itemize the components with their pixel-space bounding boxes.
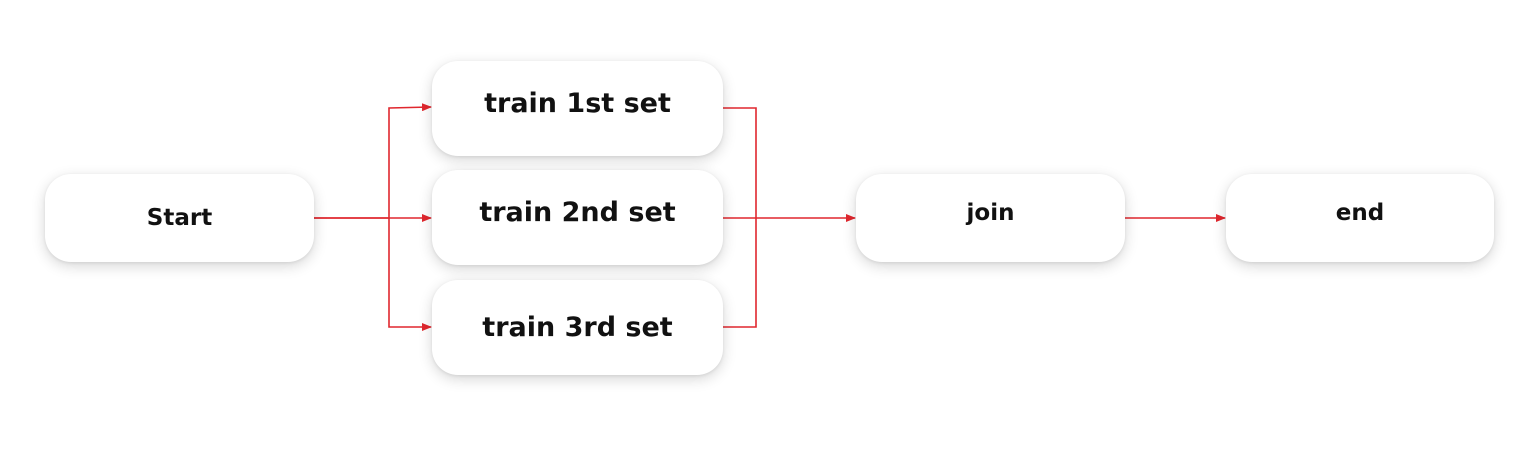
node-train-2nd-set: train 2nd set [432,170,723,265]
node-join: join [856,174,1125,262]
node-train-3rd-set-label: train 3rd set [482,312,673,343]
edge-start-to-train-3 [388,218,432,331]
edge-start-to-train-1 [314,103,432,219]
node-train-1st-set-label: train 1st set [484,88,671,119]
node-start-label: Start [146,205,213,231]
node-train-3rd-set: train 3rd set [432,280,723,375]
node-start: Start [45,174,314,262]
node-train-2nd-set-label: train 2nd set [479,197,676,228]
edge-train-3-to-join [723,218,757,328]
node-end-label: end [1335,200,1385,226]
node-train-1st-set: train 1st set [432,61,723,156]
node-join-label: join [966,200,1015,226]
node-end: end [1226,174,1494,262]
edge-train-1-to-join [723,107,757,218]
